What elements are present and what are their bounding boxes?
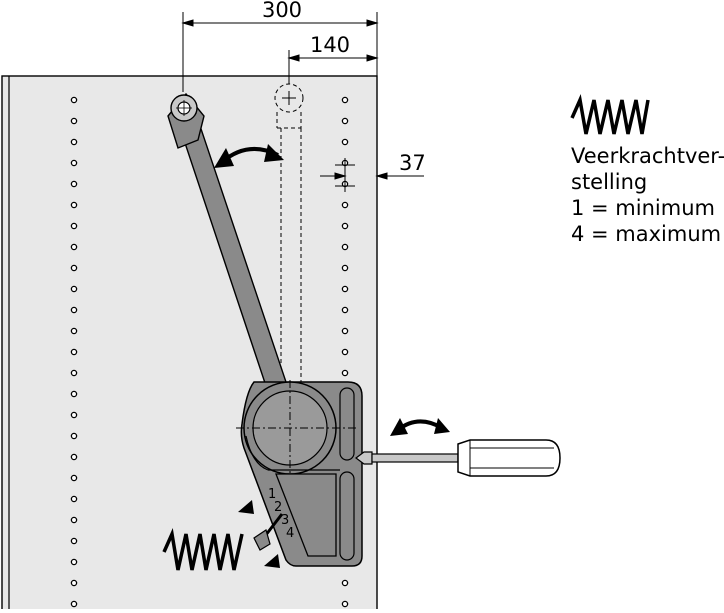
rotate-arrow-icon (214, 144, 284, 168)
legend-title-line2: stelling (571, 170, 648, 194)
system-hole (341, 138, 349, 146)
system-hole (70, 180, 78, 188)
spring-icon-legend (570, 94, 650, 135)
scale-mark-4: 4 (286, 526, 294, 541)
spring-adjustment-legend: Veerkrachtver- stelling 1 = minimum 4 = … (571, 143, 724, 247)
system-hole (70, 390, 78, 398)
system-hole (70, 159, 78, 167)
system-hole (341, 222, 349, 230)
arm-vertical-position-dashed (274, 83, 304, 385)
system-hole (70, 138, 78, 146)
arm-vertical-center-mark (282, 91, 296, 105)
system-hole (70, 537, 78, 545)
system-hole (341, 96, 349, 104)
dimension-300-label: 300 (262, 0, 302, 22)
system-hole (70, 327, 78, 335)
system-hole (70, 306, 78, 314)
system-hole (70, 264, 78, 272)
screwdriver-icon (355, 439, 561, 477)
system-hole (70, 201, 78, 209)
system-hole (341, 369, 349, 377)
system-hole (70, 495, 78, 503)
scale-mark-1: 1 (268, 487, 276, 502)
direction-arrow-up (238, 500, 254, 514)
system-hole (70, 117, 78, 125)
system-hole (341, 285, 349, 293)
screwdriver-rotate-arrow-icon (390, 418, 450, 436)
system-hole (70, 243, 78, 251)
direction-arrow-down (264, 554, 280, 568)
system-hole (70, 558, 78, 566)
system-hole (70, 579, 78, 587)
dimension-140 (287, 50, 379, 84)
housing-center-lines (236, 380, 356, 476)
system-hole (341, 579, 349, 587)
system-hole (341, 243, 349, 251)
system-hole (70, 285, 78, 293)
system-hole (70, 600, 78, 608)
system-hole (70, 516, 78, 524)
system-hole (341, 117, 349, 125)
dimension-140-label: 140 (310, 33, 350, 57)
system-hole (341, 201, 349, 209)
system-hole (341, 348, 349, 356)
legend-min-line: 1 = minimum (571, 196, 715, 220)
system-hole (70, 453, 78, 461)
scale-mark-3: 3 (281, 513, 289, 528)
system-hole (341, 600, 349, 608)
legend-max-line: 4 = maximum (571, 222, 722, 246)
dimension-300 (181, 12, 379, 92)
system-hole (70, 369, 78, 377)
adjustment-bolt (253, 513, 284, 551)
system-hole (341, 306, 349, 314)
legend-title-line1: Veerkrachtver- (571, 144, 724, 168)
system-hole (70, 222, 78, 230)
system-hole (70, 411, 78, 419)
scale-mark-2: 2 (274, 500, 282, 515)
system-hole (341, 327, 349, 335)
system-hole (70, 348, 78, 356)
spring-icon (162, 527, 244, 571)
hole-row-left (70, 96, 78, 608)
system-hole (70, 96, 78, 104)
system-hole (70, 474, 78, 482)
system-hole (341, 264, 349, 272)
dimension-37 (320, 158, 424, 196)
system-hole (70, 432, 78, 440)
dimension-37-label: 37 (399, 151, 426, 175)
